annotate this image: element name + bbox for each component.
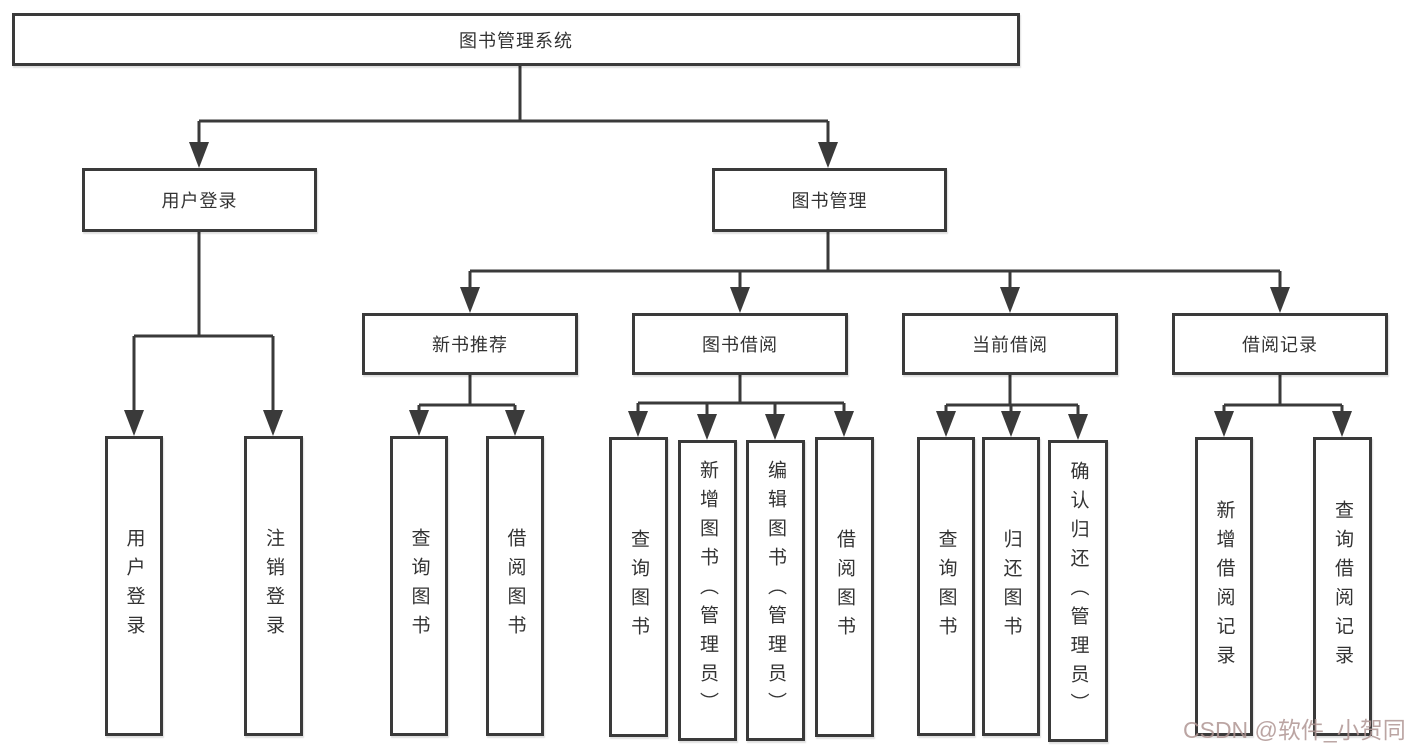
arrowhead-icon (124, 410, 144, 436)
arrowhead-icon (936, 411, 956, 437)
arrowhead-icon (460, 287, 480, 313)
connector-path (132, 66, 1344, 418)
leaf-query-books-borrowing-label: 查询图书 (628, 529, 649, 645)
leaf-query-books-recommend: 查询图书 (390, 436, 448, 736)
arrowhead-icon (834, 411, 854, 437)
arrowhead-icon (1000, 287, 1020, 313)
arrowhead-icon (1068, 414, 1088, 440)
arrowhead-icon (409, 410, 429, 436)
node-user-login-label: 用户登录 (161, 191, 238, 211)
leaf-borrow-books-recommend-label: 借阅图书 (504, 528, 526, 644)
leaf-add-borrow-record: 新增借阅记录 (1195, 437, 1253, 736)
node-current-borrowing: 当前借阅 (902, 313, 1118, 375)
leaf-logout: 注销登录 (244, 436, 303, 736)
leaf-user-login-label: 用户登录 (123, 528, 145, 644)
leaf-edit-book-admin: 编辑图书（管理员） (746, 440, 805, 741)
leaf-query-borrow-record: 查询借阅记录 (1313, 437, 1372, 736)
leaf-add-borrow-record-label: 新增借阅记录 (1213, 499, 1235, 674)
watermark: CSDN @软件_小贺同学 (1183, 711, 1405, 745)
leaf-return-books-label: 归还图书 (1000, 528, 1022, 645)
arrowhead-icon (628, 411, 648, 437)
arrowhead-icon (1214, 411, 1234, 437)
node-root: 图书管理系统 (12, 13, 1020, 66)
node-borrow-records: 借阅记录 (1172, 313, 1388, 375)
arrowhead-icon (1001, 411, 1021, 437)
leaf-logout-label: 注销登录 (263, 528, 284, 644)
arrowhead-icon (263, 410, 283, 436)
arrowhead-icon (505, 410, 525, 436)
node-book-management-label: 图书管理 (791, 191, 868, 211)
node-book-borrowing: 图书借阅 (632, 313, 848, 375)
leaf-borrow-books-borrowing-label: 借阅图书 (834, 529, 855, 645)
leaf-add-book-admin: 新增图书（管理员） (678, 440, 737, 741)
node-root-label: 图书管理系统 (459, 30, 573, 51)
arrowhead-icon (189, 142, 209, 168)
leaf-query-books-current-label: 查询图书 (935, 528, 957, 645)
watermark-text: CSDN @软件_小贺同学 (1183, 717, 1405, 743)
arrowhead-icon (818, 142, 838, 168)
leaf-user-login: 用户登录 (105, 436, 163, 736)
leaf-query-books-recommend-label: 查询图书 (408, 528, 430, 644)
arrowhead-icon (765, 414, 785, 440)
node-borrow-records-label: 借阅记录 (1242, 335, 1318, 355)
leaf-borrow-books-borrowing: 借阅图书 (815, 437, 874, 737)
leaf-confirm-return-admin: 确认归还（管理员） (1048, 440, 1108, 742)
arrowhead-icon (1332, 411, 1352, 437)
leaf-add-book-admin-label: 新增图书（管理员） (697, 460, 718, 721)
leaf-confirm-return-admin-label: 确认归还（管理员） (1067, 460, 1089, 722)
leaf-query-books-borrowing: 查询图书 (609, 437, 668, 737)
arrowheads (124, 142, 1352, 440)
arrowhead-icon (697, 414, 717, 440)
node-new-book-recommend: 新书推荐 (362, 313, 578, 375)
node-book-management: 图书管理 (712, 168, 947, 232)
arrowhead-icon (1270, 287, 1290, 313)
node-new-book-recommend-label: 新书推荐 (432, 335, 508, 355)
leaf-return-books: 归还图书 (982, 437, 1040, 736)
node-book-borrowing-label: 图书借阅 (702, 335, 778, 355)
leaf-query-books-current: 查询图书 (917, 437, 975, 736)
leaf-query-borrow-record-label: 查询借阅记录 (1332, 499, 1353, 674)
arrowhead-icon (730, 287, 750, 313)
leaf-edit-book-admin-label: 编辑图书（管理员） (765, 460, 786, 721)
leaf-borrow-books-recommend: 借阅图书 (486, 436, 544, 736)
node-user-login: 用户登录 (82, 168, 317, 232)
node-current-borrowing-label: 当前借阅 (972, 335, 1048, 355)
